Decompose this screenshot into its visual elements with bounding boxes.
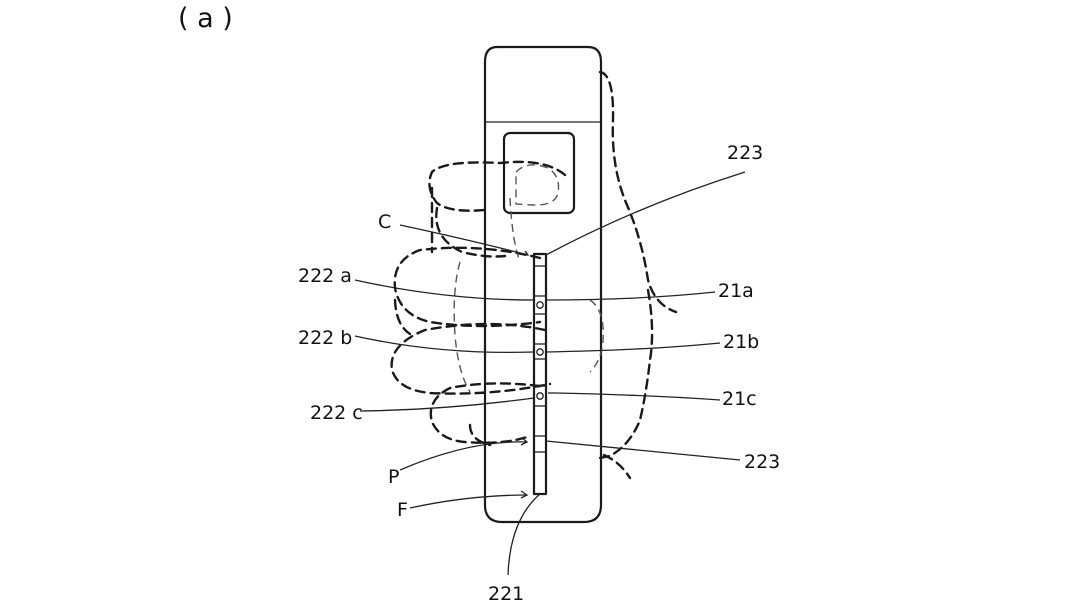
sensor-strip-frame — [532, 252, 548, 496]
sensor-electrode-21b — [533, 343, 547, 360]
label-223-top: 223 — [727, 142, 763, 164]
label-F: F — [397, 499, 408, 521]
leader-lines — [354, 171, 746, 576]
label-222b: 222 b — [298, 327, 352, 349]
label-21b: 21b — [723, 331, 759, 353]
label-221: 221 — [488, 583, 524, 605]
sensor-electrode-21c — [533, 385, 556, 407]
hand-outline — [390, 70, 678, 480]
label-C: C — [378, 211, 391, 233]
label-21a: 21a — [718, 280, 754, 302]
label-223-bottom: 223 — [744, 451, 780, 473]
fingertip-in-window — [515, 164, 560, 206]
device-body — [483, 45, 603, 524]
label-21c: 21c — [722, 388, 757, 410]
label-P: P — [388, 466, 399, 488]
sensor-strip — [532, 252, 556, 496]
label-222c: 222 c — [310, 402, 363, 424]
label-222a: 222 a — [298, 265, 352, 287]
panel-label: ( a ) — [178, 3, 233, 34]
display-window — [502, 131, 576, 215]
sensor-electrode-21a — [533, 295, 547, 315]
